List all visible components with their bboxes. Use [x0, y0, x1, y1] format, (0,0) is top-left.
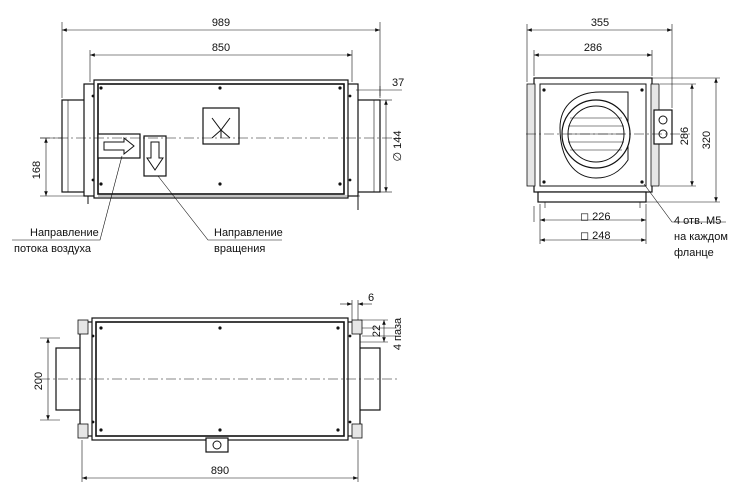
airflow-leader	[12, 155, 123, 241]
airflow-label-line2: потока воздуха	[14, 243, 92, 255]
holes-label-line1: 4 отв. М5	[674, 215, 721, 227]
dim-320: 320	[701, 131, 713, 149]
side-view: 355 286 286 320 ◻ 226 ◻ 248 4 отв. М5 на…	[526, 17, 728, 259]
rotation-leader	[157, 175, 282, 241]
dim-4-slots: 4 паза	[392, 317, 404, 350]
dim-850: 850	[212, 42, 230, 54]
airflow-arrow-icon	[103, 136, 135, 156]
bottom-view: 200 890 6 22 4 паза	[33, 292, 404, 482]
dim-890: 890	[211, 465, 229, 477]
dim-diameter-144: ∅ 144	[392, 131, 404, 162]
rotation-label-line2: вращения	[214, 243, 265, 255]
blower-scroll	[559, 91, 629, 179]
junction-box	[653, 109, 673, 145]
side-base	[537, 191, 647, 203]
rotation-label-plate	[143, 135, 167, 177]
dim-355: 355	[591, 17, 609, 29]
logo-plate	[202, 107, 240, 145]
airflow-label-line1: Направление	[30, 227, 99, 239]
holes-leader	[643, 183, 726, 223]
dim-200: 200	[33, 372, 45, 390]
rotation-label-line1: Направление	[214, 227, 283, 239]
rotation-arrow-icon	[146, 141, 164, 171]
dim-37: 37	[392, 77, 404, 89]
dim-989: 989	[212, 17, 230, 29]
dim-6: 6	[368, 292, 374, 304]
dim-226: ◻ 226	[580, 211, 611, 223]
dim-248: ◻ 248	[580, 230, 611, 242]
top-view: 989 850 37 ∅ 144 168 Направление потока …	[12, 17, 404, 255]
holes-label-line3: фланце	[674, 247, 714, 259]
bottom-junction	[205, 437, 229, 453]
holes-label-line2: на каждом	[674, 231, 728, 243]
dim-168: 168	[31, 161, 43, 179]
right-duct	[355, 99, 381, 193]
left-duct	[61, 99, 87, 193]
dim-286-height: 286	[679, 127, 691, 145]
dim-286-width: 286	[584, 42, 602, 54]
dim-22: 22	[371, 325, 383, 337]
